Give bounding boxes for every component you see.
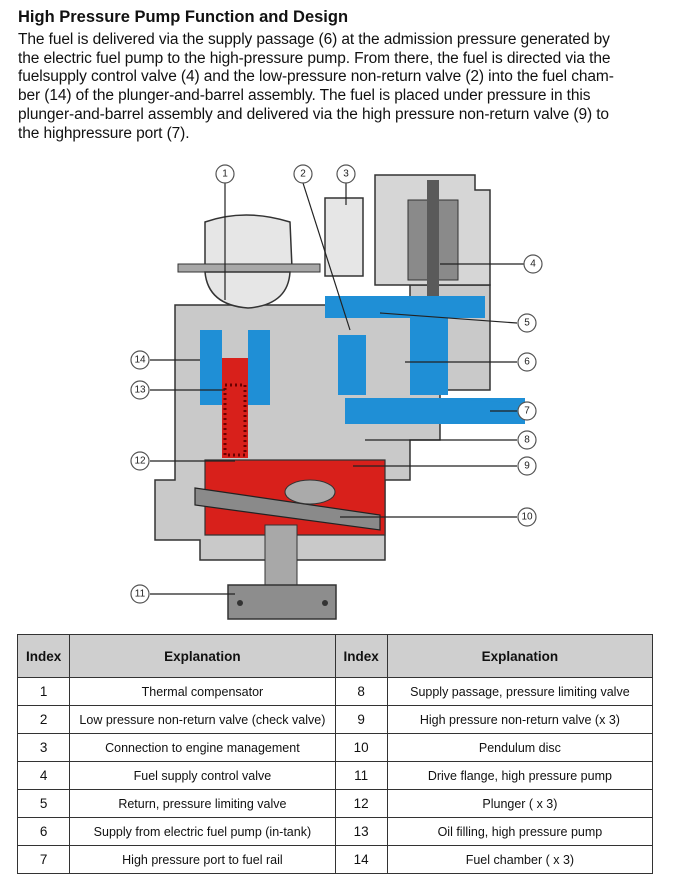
explanation-cell: Supply passage, pressure limiting valve — [386, 677, 654, 706]
table-row: 5 Return, pressure limiting valve 12 Plu… — [16, 789, 654, 818]
explanation-cell: Fuel supply control valve — [69, 761, 336, 790]
callout-11: 11 — [130, 584, 150, 604]
drive-flange — [227, 584, 337, 620]
explanation-cell: Plunger ( x 3) — [386, 789, 654, 818]
callout-12: 12 — [130, 451, 150, 471]
callout-1: 1 — [215, 164, 235, 184]
svg-text:2: 2 — [300, 169, 306, 180]
index-cell: 12 — [334, 789, 388, 818]
index-cell: 5 — [16, 789, 71, 818]
table-row: 6 Supply from electric fuel pump (in-tan… — [16, 817, 654, 846]
svg-text:12: 12 — [134, 456, 146, 467]
intro-line: the highpressure port (7). — [18, 124, 190, 142]
svg-text:10: 10 — [521, 512, 533, 523]
svg-text:4: 4 — [530, 259, 536, 270]
intro-line: fuelsupply control valve (4) and the low… — [18, 68, 614, 86]
explanation-cell: Oil filling, high pressure pump — [386, 817, 654, 846]
header-explanation: Explanation — [386, 634, 654, 678]
engine-connector — [324, 197, 364, 277]
explanation-cell: High pressure port to fuel rail — [69, 845, 336, 874]
leader-line-5 — [379, 312, 518, 324]
control-valve-stem — [427, 180, 439, 300]
thermal-compensator — [204, 214, 293, 269]
svg-text:6: 6 — [524, 357, 530, 368]
explanation-cell: Return, pressure limiting valve — [69, 789, 336, 818]
table-row: 2 Low pressure non-return valve (check v… — [16, 705, 654, 734]
intro-line: ber (14) of the plunger-and-barrel assem… — [18, 87, 591, 105]
table-row: 3 Connection to engine management 10 Pen… — [16, 733, 654, 762]
header-index: Index — [334, 634, 388, 678]
index-cell: 1 — [16, 677, 71, 706]
legend-table: Index Explanation Index Explanation 1 Th… — [16, 634, 654, 874]
callout-4: 4 — [523, 254, 543, 274]
explanation-cell: Low pressure non-return valve (check val… — [69, 705, 336, 734]
page-title: High Pressure Pump Function and Design — [18, 8, 349, 26]
explanation-cell: High pressure non-return valve (x 3) — [386, 705, 654, 734]
intro-line: The fuel is delivered via the supply pas… — [18, 31, 610, 48]
table-row: 4 Fuel supply control valve 11 Drive fla… — [16, 761, 654, 790]
index-cell: 7 — [16, 845, 71, 874]
compensator-bellows — [204, 271, 291, 309]
callout-8: 8 — [517, 430, 537, 450]
callout-10: 10 — [517, 507, 537, 527]
callout-14: 14 — [130, 350, 150, 370]
intro-line: plunger-and-barrel assembly and delivere… — [18, 105, 609, 123]
intro-line: the electric fuel pump to the high-press… — [18, 49, 611, 67]
index-cell: 8 — [334, 677, 388, 706]
callout-13: 13 — [130, 380, 150, 400]
index-cell: 13 — [334, 817, 388, 846]
index-cell: 2 — [16, 705, 71, 734]
index-cell: 9 — [334, 705, 388, 734]
svg-text:9: 9 — [524, 461, 530, 472]
leader-line-2 — [302, 182, 351, 331]
fuel-chamber-right — [248, 330, 270, 405]
fuel-chamber-left — [200, 330, 222, 405]
explanation-cell: Drive flange, high pressure pump — [386, 761, 654, 790]
header-index: Index — [16, 634, 71, 678]
svg-text:13: 13 — [134, 385, 146, 396]
valve-passage — [338, 335, 366, 395]
drive-shaft — [264, 524, 298, 586]
explanation-cell: Connection to engine management — [69, 733, 336, 762]
index-cell: 6 — [16, 817, 71, 846]
plunger-spring — [223, 383, 247, 457]
pump-cross-section-diagram: 1 2 3 4 5 6 7 8 9 10 11 12 13 14 — [130, 164, 543, 620]
table-row: 7 High pressure port to fuel rail 14 Fue… — [16, 845, 654, 874]
callout-5: 5 — [517, 313, 537, 333]
compensator-band — [177, 263, 321, 273]
explanation-cell: Thermal compensator — [69, 677, 336, 706]
svg-text:11: 11 — [135, 589, 146, 600]
index-cell: 14 — [334, 845, 388, 874]
svg-text:3: 3 — [343, 169, 349, 180]
pendulum-disc — [194, 487, 381, 531]
explanation-cell: Supply from electric fuel pump (in-tank) — [69, 817, 336, 846]
svg-text:8: 8 — [524, 435, 530, 446]
svg-text:1: 1 — [222, 169, 228, 180]
legend-header-row: Index Explanation Index Explanation — [16, 634, 654, 678]
pressure-limit-passage — [410, 315, 448, 395]
index-cell: 11 — [334, 761, 388, 790]
svg-text:5: 5 — [524, 318, 530, 329]
index-cell: 10 — [334, 733, 388, 762]
index-cell: 4 — [16, 761, 71, 790]
index-cell: 3 — [16, 733, 71, 762]
flange-bolt-hole — [322, 600, 328, 606]
header-explanation: Explanation — [69, 634, 336, 678]
svg-text:14: 14 — [134, 355, 146, 366]
table-row: 1 Thermal compensator 8 Supply passage, … — [16, 677, 654, 706]
intro-paragraph: The fuel is delivered via the supply pas… — [18, 31, 658, 143]
svg-text:7: 7 — [524, 406, 530, 417]
callout-9: 9 — [517, 456, 537, 476]
high-pressure-port — [440, 398, 528, 424]
explanation-cell: Pendulum disc — [386, 733, 654, 762]
callout-6: 6 — [517, 352, 537, 372]
callout-3: 3 — [336, 164, 356, 184]
callout-7: 7 — [517, 401, 537, 421]
explanation-cell: Fuel chamber ( x 3) — [386, 845, 654, 874]
pendulum-ball — [284, 479, 336, 505]
callout-2: 2 — [293, 164, 313, 184]
low-pressure-passage — [325, 296, 485, 318]
flange-bolt-hole — [237, 600, 243, 606]
